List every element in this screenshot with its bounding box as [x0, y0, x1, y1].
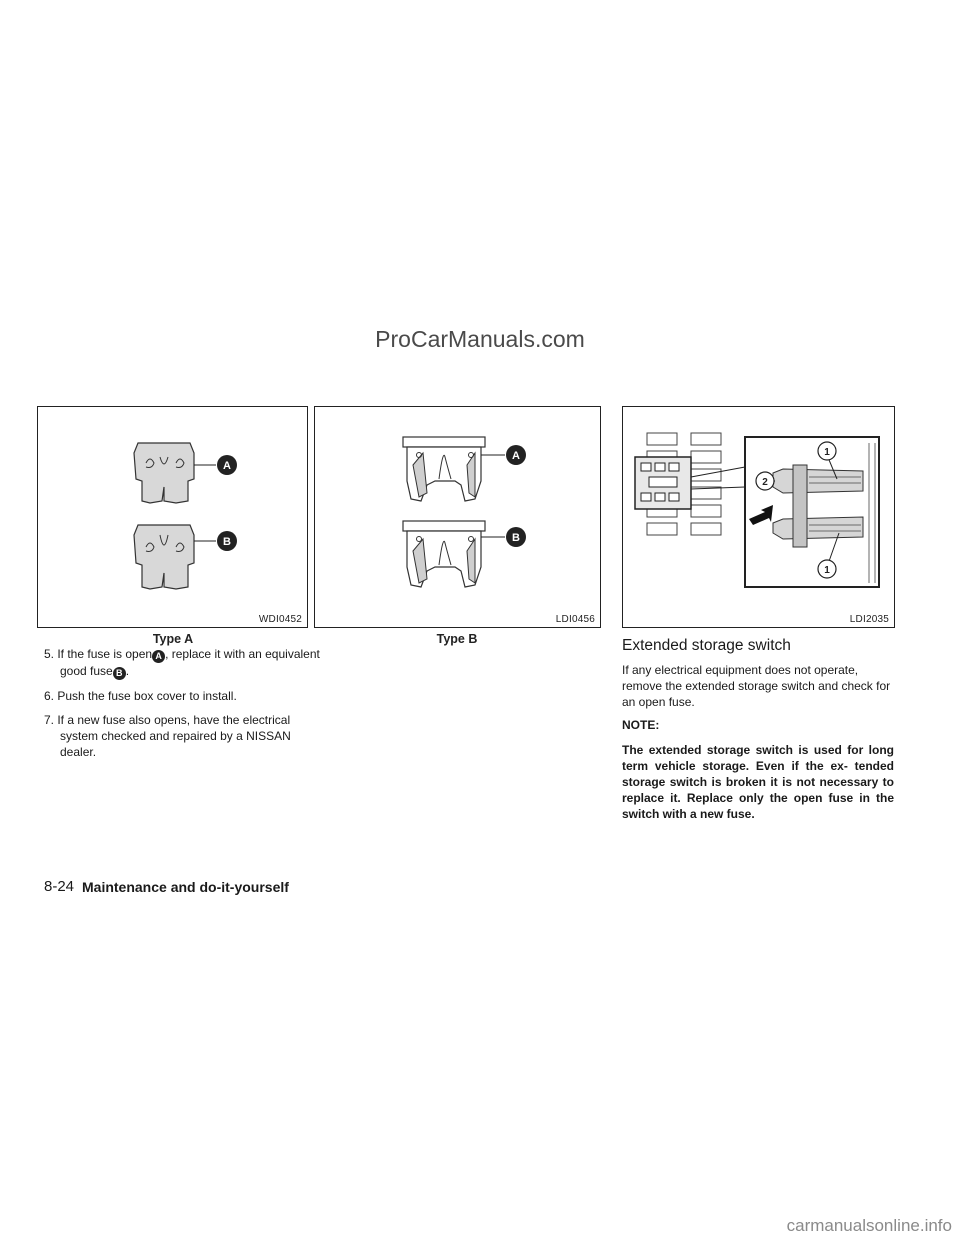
fuse-type-b-illustration: A B: [402, 436, 526, 588]
figure-caption-type-a: Type A: [152, 632, 194, 646]
figure-type-a: A B WDI0452: [37, 406, 308, 628]
callout-a-label: A: [512, 450, 520, 462]
watermark-top: ProCarManuals.com: [375, 326, 585, 352]
callout-a-label: A: [223, 460, 231, 472]
callout-a-icon: A: [152, 650, 166, 663]
removal-arrow-icon: [749, 505, 773, 525]
watermark-bottom: carmanualsonline.info: [786, 1216, 952, 1235]
figure-type-b: A B LDI0456: [314, 406, 601, 628]
note-label: NOTE:: [622, 718, 660, 732]
figure-code: LDI0456: [555, 614, 595, 625]
note-text: The extended storage switch is used for …: [622, 743, 894, 821]
callout-b-label: B: [223, 536, 231, 548]
section-title: Extended storage switch: [622, 637, 791, 654]
callout-1-label: 1: [824, 565, 830, 576]
step-5-suffix: .: [125, 664, 130, 678]
page-number: 8-24: [44, 878, 75, 895]
step-5-middle: , replace it with an equivalent good fus…: [60, 647, 320, 678]
storage-switch-illustration: 1 2 1: [634, 432, 880, 588]
list-item: 6. Push the fuse box cover to install.: [44, 689, 237, 703]
callout-b-label: B: [512, 532, 520, 544]
callout-2-label: 2: [762, 477, 768, 488]
step-5-prefix: 5. If the fuse is open: [44, 647, 153, 661]
callout-1-label: 1: [824, 447, 830, 458]
figure-caption-type-b: Type B: [436, 632, 478, 646]
figure-code: WDI0452: [258, 614, 302, 625]
figure-extended-storage-switch: 1 2 1 LDI2035: [622, 406, 895, 628]
fuse-type-a-illustration: A B: [133, 442, 237, 590]
figure-code: LDI2035: [849, 614, 889, 625]
list-item: 7. If a new fuse also opens, have the el…: [44, 713, 291, 759]
section-body: If any electrical equipment does not ope…: [622, 663, 891, 709]
chapter-title: Maintenance and do-it-yourself: [82, 879, 289, 895]
callout-b-icon: B: [112, 667, 126, 680]
